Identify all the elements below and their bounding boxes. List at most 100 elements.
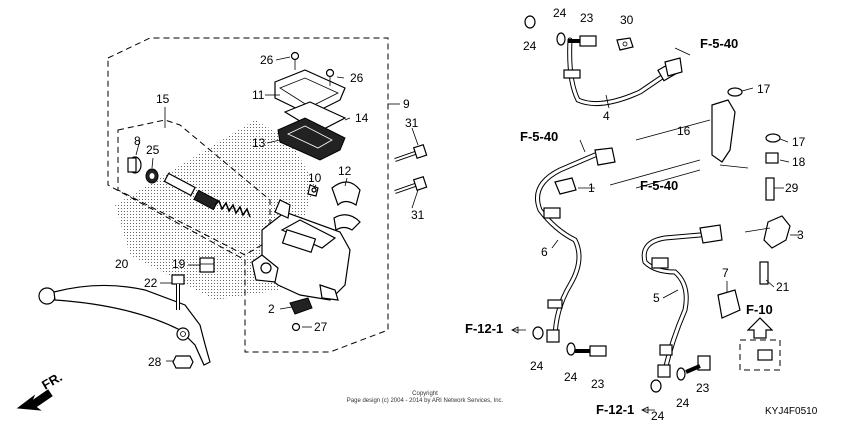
callout-14[interactable]: 14: [355, 111, 369, 125]
callout-10[interactable]: 10: [308, 171, 322, 185]
ref-f-5-40[interactable]: F-5-40: [700, 36, 738, 51]
bolt-29[interactable]: [765, 177, 775, 201]
bolt-21[interactable]: [759, 261, 769, 285]
arrow-left-icon: [511, 326, 526, 334]
bolt-23c[interactable]: [685, 355, 711, 374]
callout-4[interactable]: 4: [603, 109, 610, 123]
master-cylinder-assembly: [38, 37, 428, 369]
callout-2[interactable]: 2: [268, 302, 275, 316]
hose-clip-7[interactable]: [717, 289, 741, 319]
washer-24a[interactable]: [524, 15, 536, 29]
callout-16[interactable]: 16: [677, 124, 691, 138]
f10-arrow: [746, 317, 774, 339]
diagram-code: KYJ4F0510: [765, 406, 818, 417]
pivot-bolt[interactable]: [171, 274, 185, 310]
callout-13[interactable]: 13: [252, 136, 266, 150]
copyright-text: Page design (c) 2004 - 2014 by ARI Netwo…: [347, 398, 504, 404]
callout-9[interactable]: 9: [403, 97, 410, 111]
reservoir-cap[interactable]: [274, 69, 346, 116]
callout-labels: 26 26 11 9 14 13 15 8 25 31 31 12 10 20 …: [115, 6, 806, 423]
callout-23[interactable]: 23: [591, 377, 605, 391]
screw-26a[interactable]: [290, 51, 300, 71]
callout-7[interactable]: 7: [722, 266, 729, 280]
callout-5[interactable]: 5: [653, 291, 660, 305]
callout-31[interactable]: 31: [405, 116, 419, 130]
callout-17[interactable]: 17: [757, 82, 771, 96]
washer-24c[interactable]: [532, 326, 544, 340]
callout-24[interactable]: 24: [651, 409, 665, 423]
f10-bolt[interactable]: [757, 349, 773, 361]
holder[interactable]: [331, 181, 361, 207]
callout-17[interactable]: 17: [792, 135, 806, 149]
bolt-31b[interactable]: [394, 175, 428, 194]
clip-10[interactable]: [307, 184, 319, 197]
pivot-nut[interactable]: [172, 355, 194, 369]
diaphragm-plate[interactable]: [277, 117, 346, 161]
washer-24f[interactable]: [676, 367, 686, 381]
callout-24[interactable]: 24: [553, 6, 567, 20]
grommet-17b[interactable]: [765, 133, 781, 143]
callout-27[interactable]: 27: [314, 320, 328, 334]
f10-box: [739, 339, 781, 371]
brake-hose-6[interactable]: [535, 147, 616, 343]
callout-3[interactable]: 3: [797, 228, 804, 242]
callout-24[interactable]: 24: [530, 359, 544, 373]
ref-f-12-1[interactable]: F-12-1: [596, 402, 634, 417]
washer-24e[interactable]: [650, 379, 662, 393]
bolt-30[interactable]: [616, 37, 634, 51]
callout-12[interactable]: 12: [338, 164, 352, 178]
seal-25[interactable]: [145, 168, 159, 184]
screw-26b[interactable]: [325, 68, 335, 87]
callout-18[interactable]: 18: [792, 155, 806, 169]
callout-8[interactable]: 8: [134, 134, 141, 148]
ref-f-10[interactable]: F-10: [746, 302, 773, 317]
stop-switch[interactable]: [289, 297, 313, 315]
washer-24d[interactable]: [566, 342, 576, 356]
bolt-23b[interactable]: [575, 345, 607, 357]
hose-clamp-3[interactable]: [763, 215, 791, 249]
callout-21[interactable]: 21: [776, 280, 790, 294]
brake-hoses: [524, 15, 800, 393]
callout-20[interactable]: 20: [115, 257, 129, 271]
collar-18[interactable]: [765, 152, 779, 164]
ref-f-5-40[interactable]: F-5-40: [640, 178, 678, 193]
brake-pipe-4[interactable]: [563, 37, 683, 107]
callout-28[interactable]: 28: [148, 355, 162, 369]
callout-25[interactable]: 25: [146, 143, 160, 157]
screw-27[interactable]: [291, 322, 301, 332]
boot-8[interactable]: [127, 156, 142, 174]
callout-24[interactable]: 24: [564, 370, 578, 384]
brake-hose-5[interactable]: [641, 224, 723, 378]
sub-outline: [117, 119, 271, 256]
callout-19[interactable]: 19: [172, 257, 186, 271]
bolt-23a[interactable]: [568, 35, 597, 47]
piston[interactable]: [163, 172, 219, 211]
callout-23[interactable]: 23: [696, 381, 710, 395]
reference-labels: F-5-40 F-5-40 F-5-40 F-10 F-12-1 F-12-1: [465, 36, 773, 417]
bolt-31a[interactable]: [394, 143, 428, 162]
ref-f-12-1[interactable]: F-12-1: [465, 321, 503, 336]
callout-15[interactable]: 15: [156, 92, 170, 106]
callout-26[interactable]: 26: [260, 53, 274, 67]
callout-30[interactable]: 30: [620, 13, 634, 27]
callout-26[interactable]: 26: [350, 71, 364, 85]
callout-24[interactable]: 24: [676, 396, 690, 410]
pivot-collar[interactable]: [199, 257, 215, 273]
front-label: FR.: [39, 369, 65, 392]
washer-24b[interactable]: [556, 32, 566, 46]
callout-31[interactable]: 31: [411, 208, 425, 222]
grommet-17a[interactable]: [727, 87, 743, 97]
callout-29[interactable]: 29: [785, 181, 799, 195]
front-arrow: FR.: [16, 369, 65, 411]
callout-23[interactable]: 23: [580, 11, 594, 25]
callout-24[interactable]: 24: [523, 39, 537, 53]
callout-6[interactable]: 6: [541, 245, 548, 259]
callout-22[interactable]: 22: [144, 276, 158, 290]
callout-11[interactable]: 11: [252, 88, 265, 102]
hose-bracket[interactable]: [711, 99, 736, 163]
ref-f-5-40[interactable]: F-5-40: [520, 129, 558, 144]
callout-1[interactable]: 1: [588, 181, 595, 195]
brake-lever[interactable]: [38, 284, 211, 366]
hose-clamp-1[interactable]: [554, 177, 577, 195]
spring[interactable]: [214, 199, 251, 218]
